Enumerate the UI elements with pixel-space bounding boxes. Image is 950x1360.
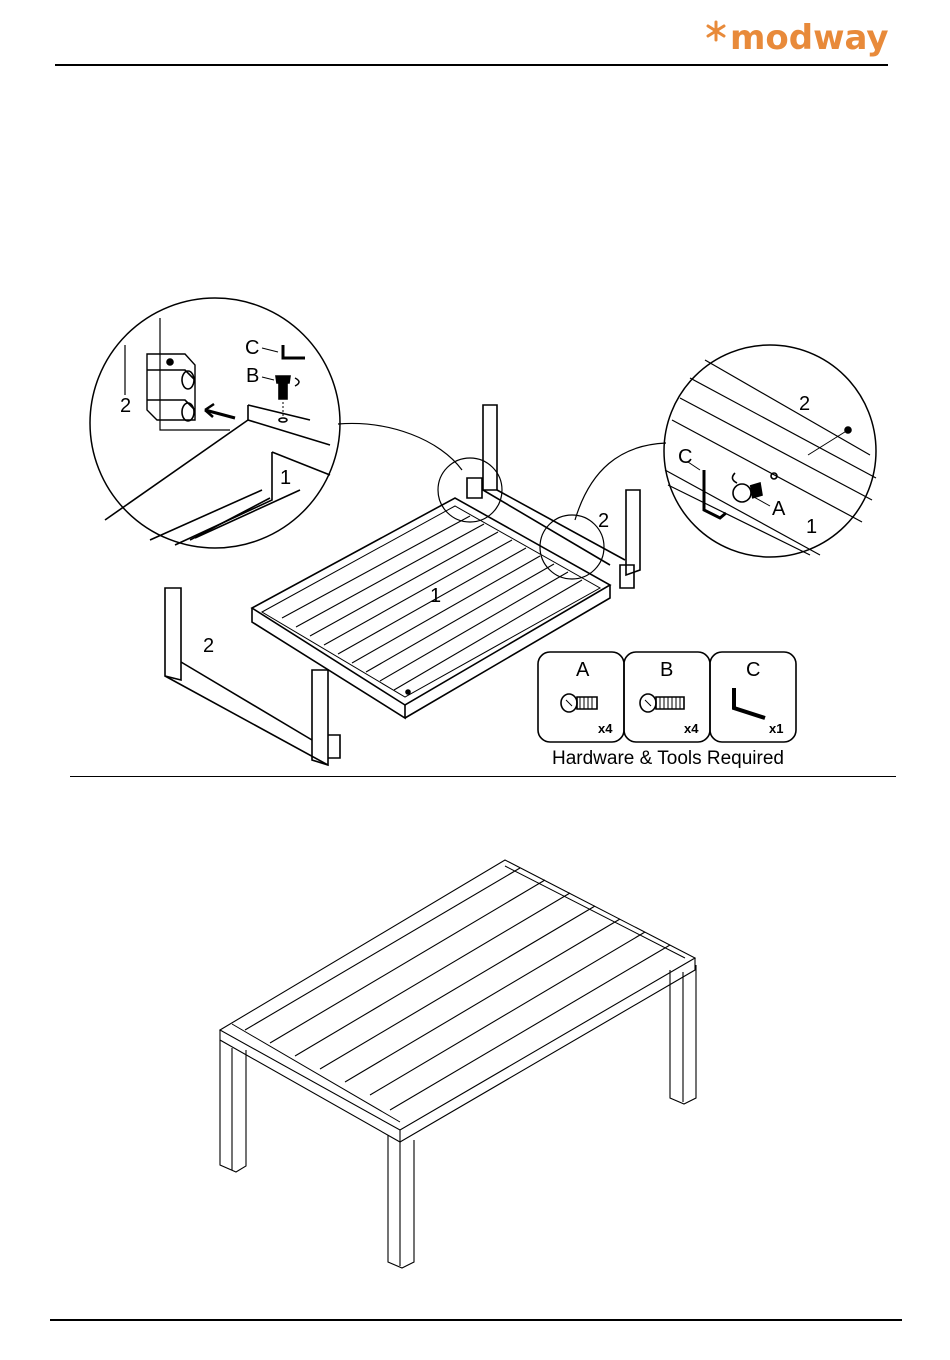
- hardware-letter-c: C: [746, 659, 760, 681]
- label-left-detail-leg: 2: [120, 395, 131, 417]
- hardware-qty-c: x1: [769, 721, 783, 736]
- label-main-frame: 1: [430, 585, 441, 607]
- hardware-qty-b: x4: [684, 721, 699, 736]
- bolt-icon: [561, 694, 597, 712]
- label-right-detail-frame: 1: [806, 516, 817, 538]
- left-detail-circle: [90, 298, 340, 548]
- allen-key-icon: [734, 688, 766, 718]
- label-tool-c-left: C: [245, 337, 259, 359]
- main-frame: [252, 498, 610, 718]
- back-leg: [467, 405, 640, 588]
- hardware-letter-a: A: [576, 659, 590, 681]
- hardware-letter-b: B: [660, 659, 673, 681]
- hardware-panel: A B C x4 x4 x1: [538, 652, 796, 742]
- label-bolt-b-left: B: [246, 365, 259, 387]
- label-back-leg: 2: [598, 510, 609, 532]
- hardware-caption: Hardware & Tools Required: [538, 748, 798, 770]
- label-front-leg: 2: [203, 635, 214, 657]
- label-bolt-a-right: A: [772, 498, 786, 520]
- footer-divider: [50, 1319, 902, 1321]
- section-divider: [70, 776, 896, 777]
- right-detail-circle: [664, 345, 876, 557]
- finished-table: [220, 860, 696, 1268]
- label-tool-c-right: C: [678, 446, 692, 468]
- label-right-detail-leg: 2: [799, 393, 810, 415]
- hardware-qty-a: x4: [598, 721, 613, 736]
- label-left-detail-frame: 1: [280, 467, 291, 489]
- bolt-icon: [640, 694, 684, 712]
